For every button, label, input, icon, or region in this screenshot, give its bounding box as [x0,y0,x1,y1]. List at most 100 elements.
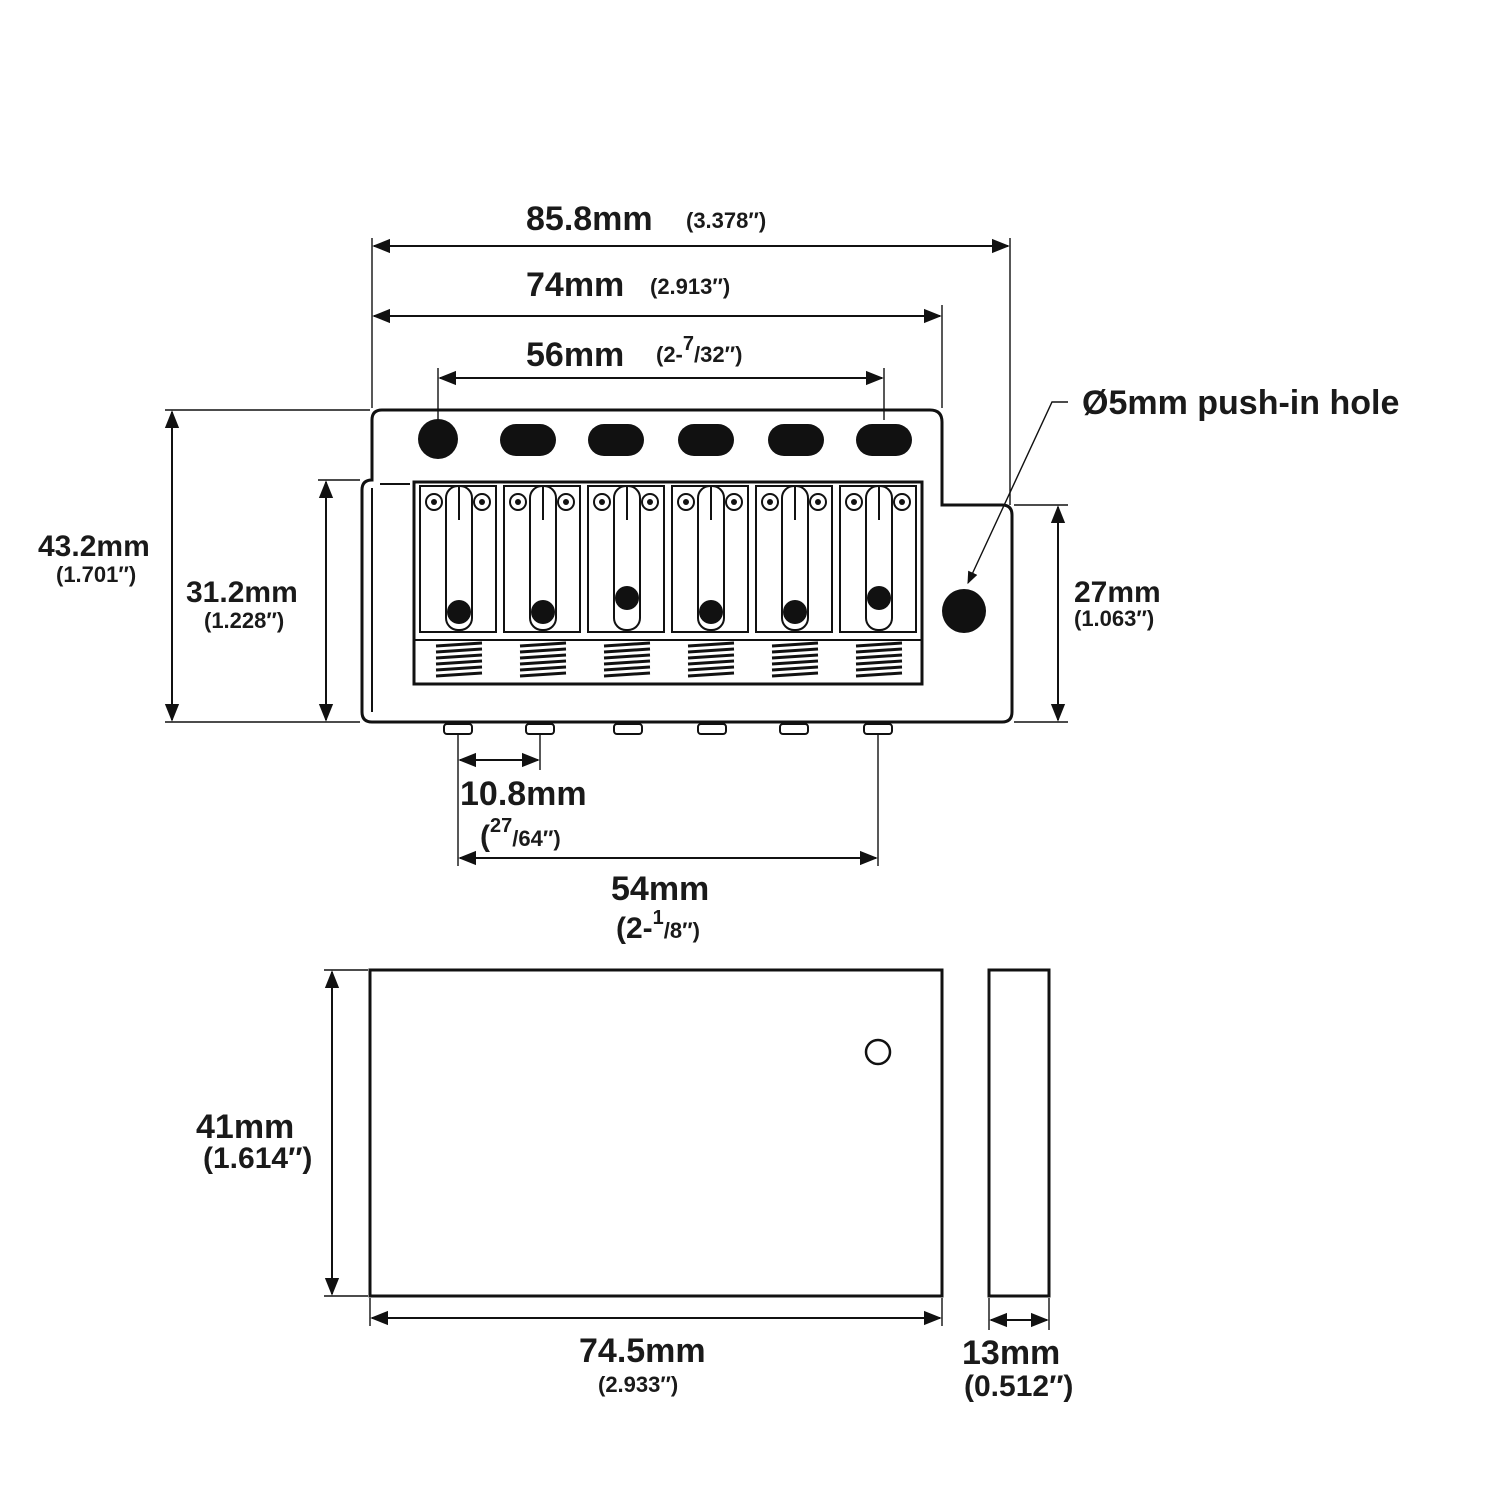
saddle [587,485,665,678]
intonation-spring [687,641,735,678]
string-peg [447,600,471,624]
spring-coil [435,671,483,678]
spring-coil [771,659,819,666]
block-depth-mm: 13mm [962,1334,1060,1372]
saddle [503,485,581,678]
saddle [755,485,833,678]
saddle-height-mm: 31.2mm [186,576,298,609]
total-height-mm: 43.2mm [38,530,150,563]
spring-coil [435,647,483,654]
height-screw-center [815,499,821,505]
intonation-spring [435,641,483,678]
string-peg [531,600,555,624]
height-screw-center [647,499,653,505]
height-screw-center [899,499,905,505]
spring-coil [687,641,735,648]
height-screw-center [851,499,857,505]
spring-coil [771,671,819,678]
block-hole [864,1038,892,1066]
stud-span-inch: (2.913″) [650,274,730,299]
spring-coil [687,665,735,672]
total-width-mm: 85.8mm [526,200,653,238]
push-in-hole [942,589,986,633]
spring-coil [687,653,735,660]
spring-coil [519,671,567,678]
mounting-slot [500,424,556,456]
bridge-top-view [360,408,1014,735]
spring-coil [435,653,483,660]
block-front-view [368,968,944,1298]
spring-coil [603,647,651,654]
height-screw-center [515,499,521,505]
spring-coil [603,653,651,660]
height-screw-center [479,499,485,505]
string-screw-head [863,723,893,735]
spring-coil [603,659,651,666]
total-height-inch: (1.701″) [56,562,136,587]
push-hole-label: Ø5mm push-in hole [1082,384,1399,422]
tremolo-block-views: 41mm (1.614″) 74.5mm (2.933″) 13mm (0.51… [196,968,1073,1403]
dimension-labels: 85.8mm (3.378″) 74mm (2.913″) 56mm (2-7/… [38,200,1399,945]
push-hole-leader [967,401,1068,585]
height-screw-center [683,499,689,505]
spring-coil [855,665,903,672]
height-screw-center [563,499,569,505]
string-peg [615,586,639,610]
spring-coil [435,641,483,648]
saddle [419,485,497,678]
height-screw-center [767,499,773,505]
spring-coil [435,665,483,672]
mounting-slot [588,424,644,456]
spring-coil [603,641,651,648]
intonation-spring [855,641,903,678]
intonation-spring [519,641,567,678]
block-side-view [987,968,1051,1298]
block-width-inch: (2.933″) [598,1372,678,1397]
spring-coil [603,671,651,678]
height-screw-center [599,499,605,505]
spring-coil [855,671,903,678]
spring-coil [687,671,735,678]
block-height-inch: (1.614″) [203,1142,312,1175]
mounting-slot [768,424,824,456]
intonation-spring [603,641,651,678]
block-width-mm: 74.5mm [579,1332,706,1370]
spring-coil [435,659,483,666]
mounting-hole [418,419,458,459]
spring-coil [519,641,567,648]
total-width-inch: (3.378″) [686,208,766,233]
saddles [419,485,917,678]
height-screw-center [431,499,437,505]
spring-coil [519,665,567,672]
spring-coil [855,653,903,660]
height-screw-center [731,499,737,505]
stud-span-mm: 74mm [526,266,624,304]
saddle [671,485,749,678]
string-screw-head [613,723,643,735]
string-span-mm: 54mm [611,870,709,908]
spring-coil [771,653,819,660]
screw-span-inch: (2-7/32″) [656,333,742,367]
bottom-screws [443,723,893,735]
string-screw-head [443,723,473,735]
spring-coil [603,665,651,672]
string-spacing-inch: (27/64″) [480,815,561,853]
mounting-slot [856,424,912,456]
right-height-mm: 27mm [1074,576,1161,609]
spring-coil [855,641,903,648]
screw-span-mm: 56mm [526,336,624,374]
string-peg [699,600,723,624]
intonation-spring [771,641,819,678]
string-screw-head [779,723,809,735]
saddle-height-inch: (1.228″) [204,608,284,633]
string-spacing-mm: 10.8mm [460,775,587,813]
spring-coil [519,653,567,660]
string-peg [867,586,891,610]
mounting-holes [418,419,912,459]
dimension-lines [164,238,1068,866]
right-height-inch: (1.063″) [1074,606,1154,631]
spring-coil [855,647,903,654]
spring-coil [687,659,735,666]
